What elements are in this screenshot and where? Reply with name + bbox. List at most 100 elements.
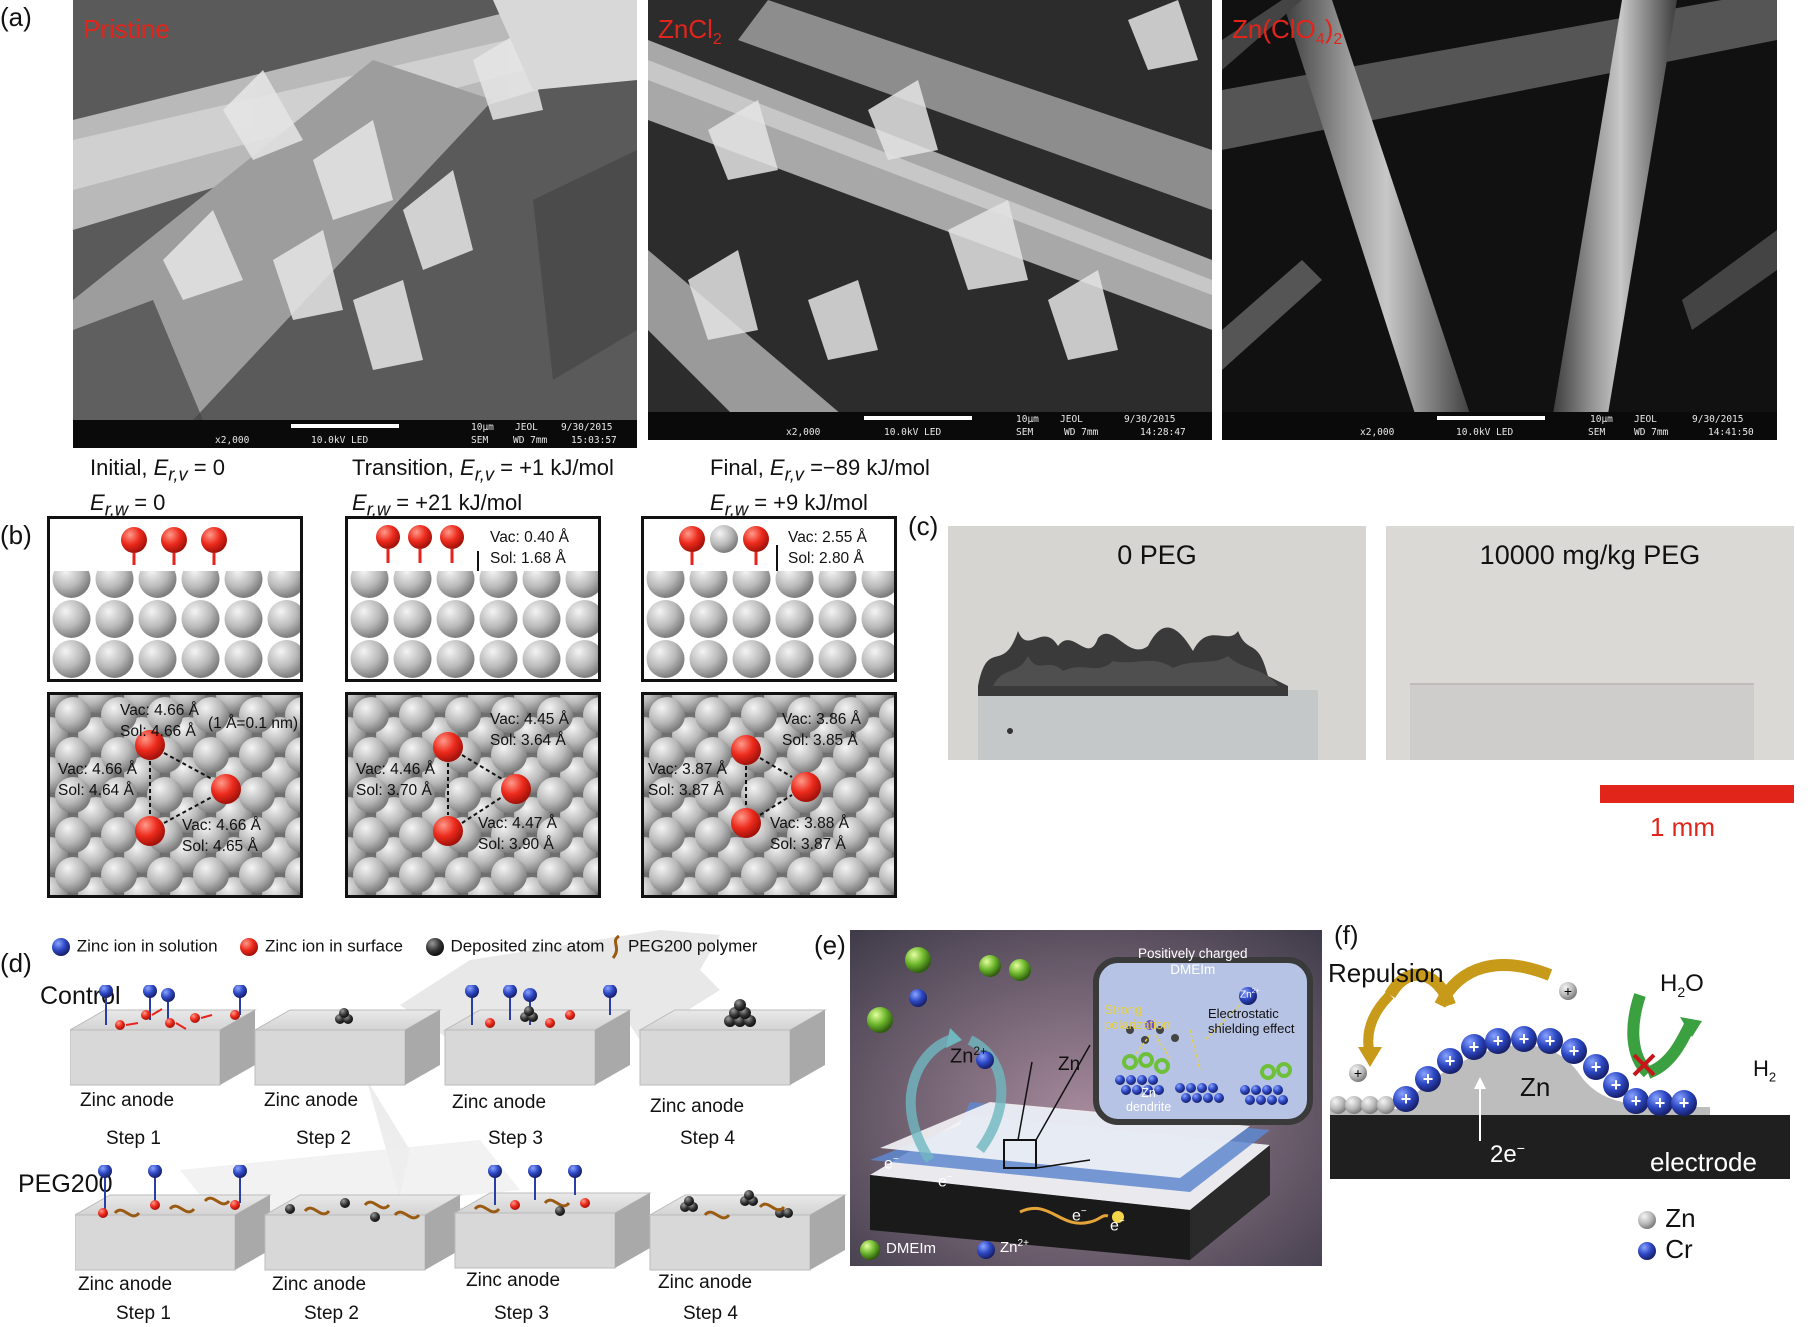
- sem-info-bar: 10µm JEOL 9/30/2015 x2,000 10.0kV LED SE…: [648, 412, 1212, 440]
- f-repulsion: Repulsion: [1328, 958, 1444, 988]
- panel-c-label: (c): [908, 511, 939, 541]
- svg-text:+: +: [1469, 1037, 1480, 1057]
- dendrite-line: dendrite: [1126, 1100, 1172, 1114]
- sem-title-tail: ): [1324, 14, 1334, 44]
- zinc-ion-surface-icon: [240, 938, 259, 956]
- top-view-transition: Vac: 4.45 Å Sol: 3.64 Å Vac: 4.46 Å Sol:…: [345, 692, 601, 898]
- e-legend-zn: Zn2+: [1000, 1238, 1029, 1256]
- state-name: Final: [710, 455, 758, 480]
- inset-title-line: Positively charged: [1138, 946, 1248, 961]
- zinc-ion-solution-icon: [52, 938, 70, 956]
- f-2e: 2e−: [1490, 1140, 1525, 1169]
- panel-e-label: (e): [814, 930, 846, 960]
- svg-text:+: +: [1519, 1029, 1530, 1049]
- svg-text:+: +: [1655, 1093, 1666, 1113]
- photo-title-10000-peg: 10000 mg/kg PEG: [1479, 540, 1701, 570]
- dendrite-line: Zn: [1141, 1086, 1156, 1100]
- dist-vac: Vac: 3.88 Å: [770, 815, 849, 832]
- panel-e-illustration: Zn2+ Zn Positively charged DMEIm Zn2+ St…: [850, 930, 1322, 1266]
- svg-text:+: +: [1569, 1041, 1580, 1061]
- dist-vac: Vac: 4.66 Å: [58, 761, 137, 778]
- side-lattice: [50, 527, 300, 679]
- deposited-zinc-icon: [425, 938, 444, 956]
- e-electron-4: e−: [1110, 1216, 1125, 1235]
- anode-label: Zinc anode: [272, 1274, 367, 1295]
- top-view-final: Vac: 3.86 Å Sol: 3.85 Å Vac: 3.87 Å Sol:…: [641, 692, 897, 898]
- legend-item: Zinc ion in surface: [265, 936, 403, 956]
- sem-mag: x2,000: [786, 427, 821, 438]
- zn-atom-icon: [1638, 1211, 1656, 1230]
- svg-text:+: +: [1679, 1093, 1690, 1113]
- dist-vac: Vac: 0.40 Å: [490, 529, 569, 546]
- sem-image-zncl2: ZnCl2 10µm JEOL 9/30/2015 x2,000 10.0kV …: [648, 0, 1212, 440]
- h-text: H: [1660, 970, 1678, 997]
- scale-bar: [864, 416, 972, 420]
- photo-0-peg: 0 PEG: [948, 526, 1366, 760]
- e-electron-3: e−: [1072, 1206, 1087, 1225]
- row-label-peg200: PEG200: [18, 1170, 113, 1198]
- hex-lattice: [50, 695, 300, 895]
- sem-texture-pristine: [73, 0, 637, 448]
- f-zn-label: Zn: [1520, 1072, 1551, 1102]
- e-electron-2: e−: [938, 1172, 953, 1191]
- svg-text:+: +: [1354, 1065, 1362, 1081]
- sem-title-sub: 2: [712, 31, 722, 49]
- side-lattice: [348, 525, 598, 679]
- dendrite-photo: [948, 526, 1366, 760]
- erv-value: =−89 kJ/mol: [803, 455, 930, 480]
- inset-title-line: DMEIm: [1170, 962, 1216, 977]
- dist-sol: Sol: 3.85 Å: [782, 732, 858, 749]
- step-label: Step 2: [304, 1303, 359, 1324]
- anode-label: Zinc anode: [452, 1092, 547, 1113]
- e-zn-label: Zn: [1058, 1054, 1081, 1075]
- sem-mode: SEM: [1588, 427, 1606, 438]
- erv-value: = +1 kJ/mol: [494, 455, 614, 480]
- zn-sup: 2+: [973, 1044, 988, 1058]
- state-name: Initial: [90, 455, 142, 480]
- anode-label: Zinc anode: [264, 1090, 359, 1111]
- sem-image-pristine: Pristine 10µm JEOL 9/30/2015 x2,000 10.0…: [73, 0, 637, 448]
- zn-sup: 2+: [1017, 1238, 1029, 1249]
- legend-zn: Zn: [1665, 1203, 1696, 1233]
- scale-bar: [291, 424, 399, 428]
- sem-kv: 10.0kV LED: [1456, 427, 1514, 438]
- f-legend: Zn Cr: [1636, 1203, 1696, 1265]
- sem-title-tail-sub: 2: [1333, 31, 1343, 49]
- sem-title-main: ZnCl: [658, 14, 713, 44]
- peg-polymer-icon: [611, 934, 621, 959]
- e-shielding-effect: Electrostatic shielding effect: [1208, 1006, 1295, 1036]
- dist-sol: Sol: 3.70 Å: [356, 782, 432, 799]
- svg-text:+: +: [1631, 1091, 1642, 1111]
- e-inset-zn: Zn2+: [1240, 988, 1260, 1000]
- sem-info-bar: 10µm JEOL 9/30/2015 x2,000 10.0kV LED SE…: [1222, 412, 1777, 440]
- e-sup: −: [1118, 1216, 1125, 1227]
- sem-mag: x2,000: [215, 435, 250, 446]
- step-label: Step 1: [106, 1128, 161, 1149]
- dist-vac: Vac: 4.66 Å: [120, 702, 199, 719]
- two-e-sup: −: [1516, 1140, 1525, 1156]
- h-sub: 2: [1768, 1069, 1777, 1085]
- sem-title-sub: 4: [1315, 31, 1325, 49]
- step-label: Step 1: [116, 1303, 171, 1324]
- anode-label: Zinc anode: [466, 1270, 561, 1291]
- sem-title-main: Zn(ClO: [1232, 14, 1316, 44]
- shield-line: Electrostatic: [1208, 1006, 1279, 1021]
- dist-vac: Vac: 2.55 Å: [788, 529, 867, 546]
- panel-b-label: (b): [0, 520, 32, 550]
- dist-sol: Sol: 2.80 Å: [788, 550, 864, 567]
- e-scene: [850, 930, 1322, 1266]
- panel-a-label: (a): [0, 2, 32, 32]
- sem-info-bar: 10µm JEOL 9/30/2015 x2,000 10.0kV LED SE…: [73, 420, 637, 448]
- dist-sol: Sol: 3.87 Å: [648, 782, 724, 799]
- e-inset-title: Positively charged DMEIm: [1138, 946, 1248, 978]
- hex-lattice: [348, 695, 598, 895]
- e-legend-dmeim: DMEIm: [886, 1240, 936, 1257]
- step-label: Step 3: [488, 1128, 543, 1149]
- svg-text:+: +: [1545, 1031, 1556, 1051]
- dist-vac: Vac: 4.45 Å: [490, 711, 569, 728]
- e-sup: −: [1080, 1206, 1087, 1217]
- legend-item: PEG200 polymer: [627, 936, 758, 956]
- e-sup: −: [892, 1154, 899, 1165]
- anode-label: Zinc anode: [80, 1090, 175, 1111]
- sem-title-znclo42: Zn(ClO4)2: [1232, 14, 1342, 49]
